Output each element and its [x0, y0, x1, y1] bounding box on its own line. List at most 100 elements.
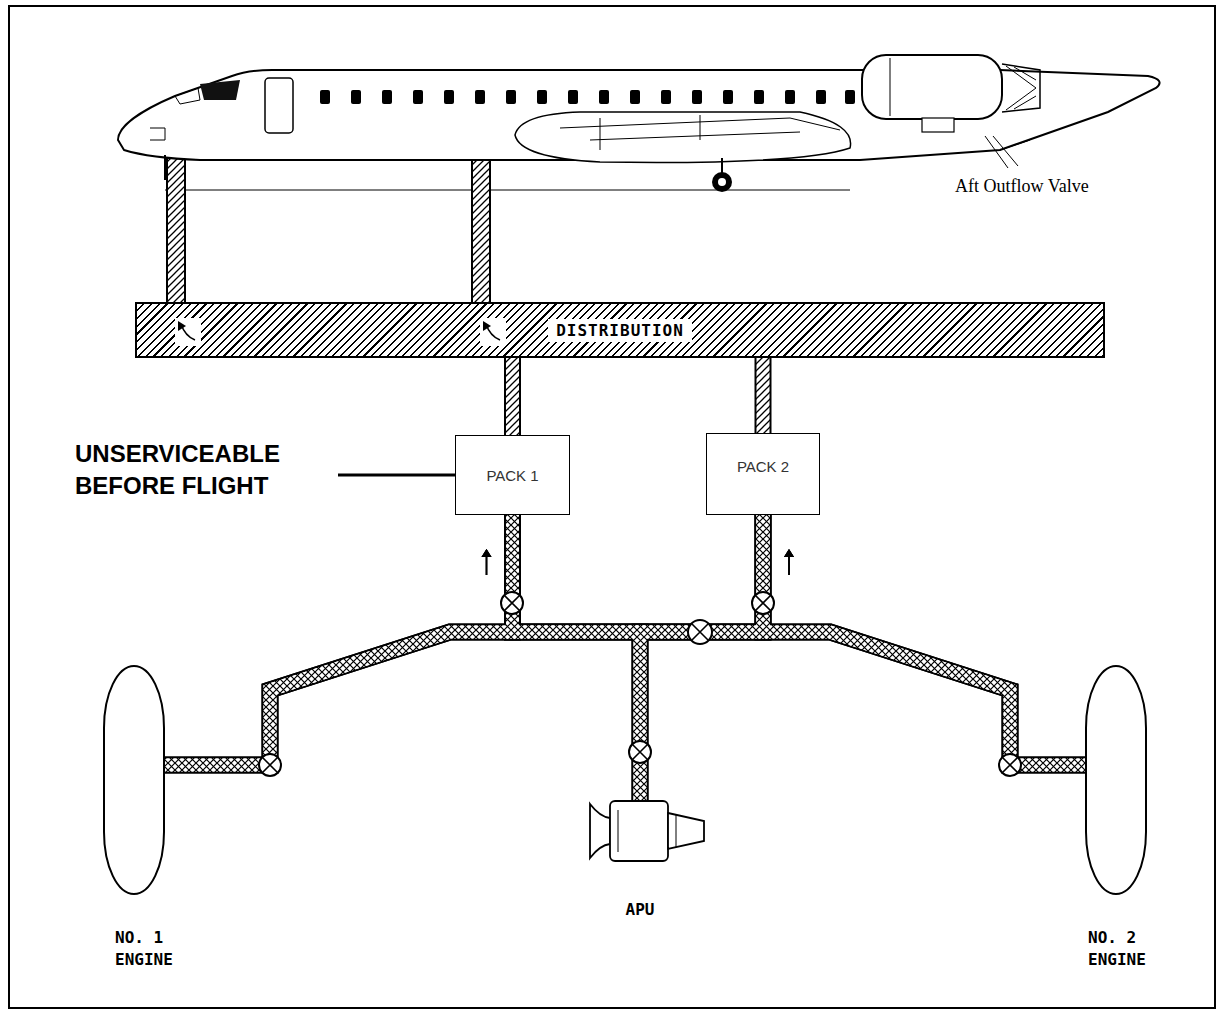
valve-symbol — [629, 741, 651, 763]
pack-box: PACK 2 — [706, 433, 820, 515]
distribution-band: DISTRIBUTION — [135, 302, 1105, 358]
cabin-door — [265, 78, 293, 133]
valve-circle — [688, 620, 712, 644]
duct-fill — [165, 515, 763, 765]
valve-symbol — [688, 620, 712, 644]
window — [475, 90, 485, 104]
valve-circle — [752, 592, 774, 614]
pack-box: PACK 1 — [455, 435, 570, 515]
main-wheel — [718, 178, 726, 186]
valve-cross — [692, 624, 708, 640]
apu-detail — [618, 810, 676, 852]
window — [320, 90, 330, 104]
duct-outline — [513, 515, 641, 800]
engine-shape — [104, 666, 164, 894]
pack-label: PACK 2 — [737, 458, 789, 475]
window — [506, 90, 516, 104]
apu-outline — [588, 800, 708, 862]
wing-detail — [560, 115, 840, 150]
window — [568, 90, 578, 104]
valve-symbol — [501, 592, 523, 614]
nose-gear — [164, 155, 166, 180]
air-duct — [472, 140, 490, 304]
arrow-patch — [175, 318, 201, 346]
nacelle-detail — [890, 58, 891, 116]
valve-circle — [501, 592, 523, 614]
valve-symbol — [259, 754, 281, 776]
duct-fill — [165, 515, 513, 765]
window — [785, 90, 795, 104]
window — [444, 90, 454, 104]
wing-fairing — [515, 112, 851, 162]
window — [413, 90, 423, 104]
duct-fill — [757, 358, 770, 433]
air-duct — [512, 358, 513, 435]
air-duct — [167, 148, 185, 304]
engine-nacelle — [862, 55, 1002, 119]
flow-arrowhead — [483, 321, 491, 331]
valve-circle — [259, 754, 281, 776]
window — [537, 90, 547, 104]
duct-outline — [755, 358, 772, 433]
window — [599, 90, 609, 104]
flow-arrowhead — [482, 549, 492, 557]
callout-note: UNSERVICEABLE BEFORE FLIGHT — [75, 438, 305, 503]
window — [351, 90, 361, 104]
engine-outline — [103, 665, 165, 895]
duct-fill — [640, 515, 763, 800]
pack-label: PACK 1 — [486, 467, 538, 484]
valve-cross — [755, 595, 771, 611]
window — [382, 90, 392, 104]
cockpit-window — [175, 88, 200, 104]
duct-outline — [763, 515, 1085, 765]
valve-symbol — [999, 754, 1021, 776]
cockpit-window — [200, 80, 240, 100]
apu-label: APU — [588, 900, 692, 919]
window — [692, 90, 702, 104]
engine-unit: NO. 2 ENGINE — [1085, 665, 1147, 895]
outflow-valve — [922, 118, 954, 132]
engine-unit: NO. 1 ENGINE — [103, 665, 165, 895]
duct-outline — [640, 515, 763, 800]
duct-outline — [504, 358, 521, 435]
air-duct — [482, 515, 1086, 765]
main-wheel — [712, 172, 732, 192]
fuselage-detail — [150, 128, 165, 140]
engine-exhaust — [1006, 66, 1036, 110]
flow-arrowhead — [784, 549, 794, 557]
flow-arrowhead — [482, 549, 492, 557]
flow-arrowhead — [784, 549, 794, 557]
window — [661, 90, 671, 104]
valve-cross — [504, 595, 520, 611]
window — [816, 90, 826, 104]
air-duct — [165, 515, 513, 765]
window — [754, 90, 764, 104]
valve-circle — [629, 741, 651, 763]
apu-body — [610, 801, 668, 861]
engine-exhaust — [1002, 64, 1040, 112]
valve-symbol — [752, 592, 774, 614]
flow-arrowhead — [784, 549, 794, 557]
band-label: DISTRIBUTION — [548, 319, 692, 342]
duct-fill — [506, 358, 519, 435]
valve-cross — [632, 744, 648, 760]
valve-cross — [262, 757, 278, 773]
flow-arrowhead — [178, 321, 186, 331]
window — [845, 90, 855, 104]
leader-line — [338, 474, 455, 477]
tail-detail — [1000, 140, 1030, 150]
duct-fill — [763, 515, 1085, 765]
apu-exhaust — [668, 813, 704, 849]
duct-fill — [513, 515, 641, 800]
duct-fill — [513, 515, 1086, 765]
window — [630, 90, 640, 104]
valve-cross — [1002, 757, 1018, 773]
cabin-windows — [320, 90, 855, 104]
part-name: Aft Outflow Valve — [955, 176, 1155, 198]
arrow-patch — [480, 318, 506, 346]
air-duct — [482, 515, 641, 800]
air-duct — [165, 515, 794, 765]
